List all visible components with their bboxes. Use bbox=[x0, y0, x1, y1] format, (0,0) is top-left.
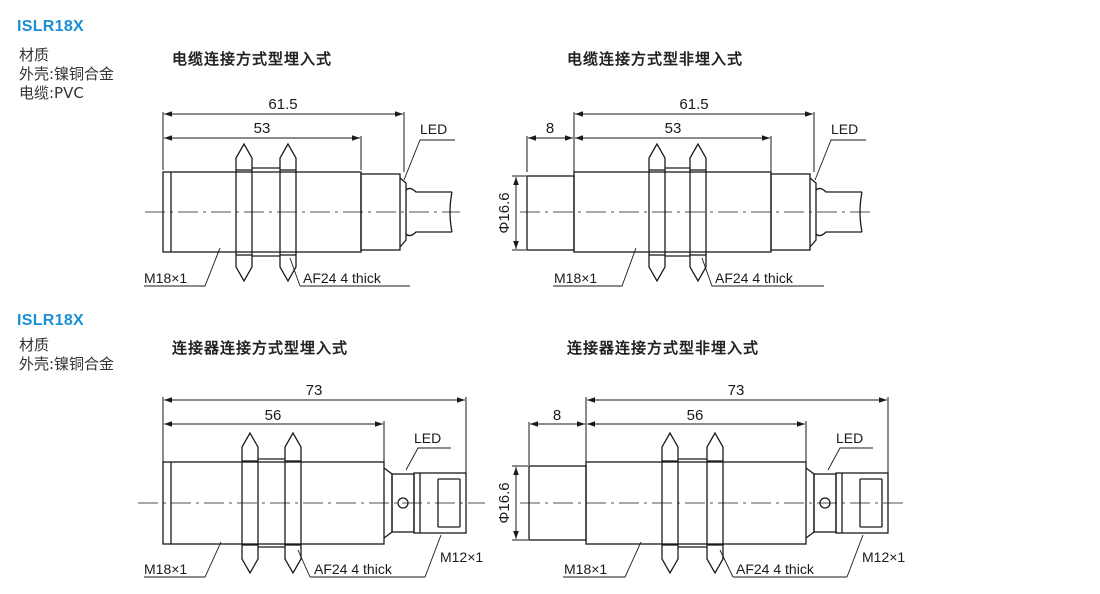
label-led: LED bbox=[420, 121, 447, 137]
label-connector: M12×1 bbox=[440, 549, 483, 565]
hex-nut-left bbox=[235, 142, 253, 283]
dimension-lines bbox=[512, 397, 889, 541]
label-led: LED bbox=[831, 121, 858, 137]
material-heading: 材质 bbox=[19, 336, 50, 354]
dim-body-length: 56 bbox=[687, 407, 704, 424]
dim-extension: 8 bbox=[546, 120, 554, 137]
label-nut: AF24 4 thick bbox=[314, 561, 393, 577]
hex-nut-left bbox=[661, 431, 679, 575]
drawing-connector-flush bbox=[138, 397, 485, 578]
hex-nut-right bbox=[279, 142, 297, 283]
material-list-2: 材质 外壳:镍铜合金 bbox=[19, 336, 114, 374]
led-ring bbox=[809, 177, 817, 248]
caption-connector-nonflush: 连接器连接方式型非埋入式 bbox=[567, 339, 760, 357]
dim-diameter: Φ16.6 bbox=[496, 482, 513, 523]
dimension-lines bbox=[162, 397, 467, 474]
hex-nut-left bbox=[241, 431, 259, 575]
label-nut: AF24 4 thick bbox=[303, 270, 382, 286]
dim-extension: 8 bbox=[553, 407, 561, 424]
label-thread: M18×1 bbox=[564, 561, 607, 577]
model-title-1: ISLR18X bbox=[17, 18, 85, 35]
material-heading: 材质 bbox=[19, 46, 50, 64]
drawing-cable-flush bbox=[144, 111, 460, 287]
led-ring bbox=[399, 177, 407, 248]
dim-total-length: 73 bbox=[728, 382, 745, 399]
dim-total-length: 61.5 bbox=[268, 96, 297, 113]
hex-nut-right bbox=[706, 431, 724, 575]
drawing-cable-nonflush bbox=[512, 111, 870, 287]
label-thread: M18×1 bbox=[144, 561, 187, 577]
caption-cable-nonflush: 电缆连接方式型非埋入式 bbox=[567, 50, 744, 68]
sensing-face bbox=[526, 175, 575, 251]
label-thread: M18×1 bbox=[554, 270, 597, 286]
material-housing: 外壳:镍铜合金 bbox=[19, 65, 115, 83]
drawing-connector-nonflush bbox=[512, 397, 905, 578]
dim-body-length: 56 bbox=[265, 407, 282, 424]
dimension-lines bbox=[162, 111, 405, 172]
dim-total-length: 61.5 bbox=[679, 96, 708, 113]
material-list-1: 材质 外壳:镍铜合金 电缆:PVC bbox=[19, 46, 114, 103]
label-nut: AF24 4 thick bbox=[715, 270, 794, 286]
hex-nut-left bbox=[648, 142, 666, 283]
caption-cable-flush: 电缆连接方式型埋入式 bbox=[172, 50, 333, 68]
label-thread: M18×1 bbox=[144, 270, 187, 286]
label-led: LED bbox=[836, 430, 863, 446]
hex-nut-right bbox=[284, 431, 302, 575]
label-led: LED bbox=[414, 430, 441, 446]
hex-nut-right bbox=[689, 142, 707, 283]
model-title-2: ISLR18X bbox=[17, 312, 85, 329]
dim-body-length: 53 bbox=[665, 120, 682, 137]
label-connector: M12×1 bbox=[862, 549, 905, 565]
dim-diameter: Φ16.6 bbox=[496, 192, 513, 233]
caption-connector-flush: 连接器连接方式型埋入式 bbox=[172, 339, 349, 357]
dimension-lines bbox=[512, 111, 815, 251]
material-cable: 电缆:PVC bbox=[19, 84, 84, 102]
material-housing: 外壳:镍铜合金 bbox=[19, 355, 115, 373]
dim-body-length: 53 bbox=[254, 120, 271, 137]
label-nut: AF24 4 thick bbox=[736, 561, 815, 577]
dim-total-length: 73 bbox=[306, 382, 323, 399]
